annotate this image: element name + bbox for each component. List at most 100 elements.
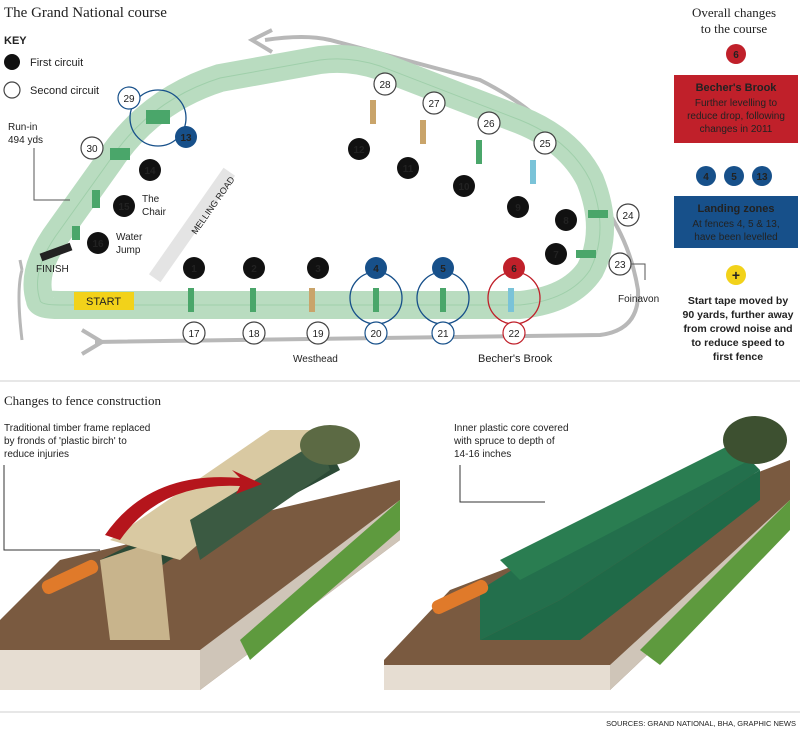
finish-line bbox=[39, 242, 73, 262]
chair-label-2: Chair bbox=[142, 207, 167, 218]
page-title: The Grand National course bbox=[4, 5, 167, 21]
run-in-pointer bbox=[33, 148, 70, 201]
fence-29: 29 bbox=[123, 94, 135, 105]
infield-inner-rail bbox=[78, 90, 311, 276]
fence-markers bbox=[72, 100, 608, 312]
landing-badge-5-text: 5 bbox=[731, 172, 737, 183]
fence-block bbox=[530, 160, 536, 184]
fence-block bbox=[110, 148, 130, 160]
construction-heading: Changes to fence construction bbox=[4, 393, 162, 408]
landing-badge-4-text: 4 bbox=[703, 172, 709, 183]
fence-15: 15 bbox=[118, 202, 130, 213]
tape-line-1: Start tape moved by bbox=[688, 295, 789, 307]
fence-2: 2 bbox=[251, 264, 257, 275]
key-first-circle bbox=[4, 54, 20, 70]
left-desc-1: Traditional timber frame replaced bbox=[4, 423, 150, 434]
fence-28: 28 bbox=[379, 80, 391, 91]
tape-line-2: 90 yards, further away bbox=[683, 309, 794, 321]
fence-4: 4 bbox=[373, 264, 379, 275]
fence-12: 12 bbox=[353, 145, 365, 156]
fence-27: 27 bbox=[428, 99, 440, 110]
fence-block bbox=[508, 288, 514, 312]
plus-icon bbox=[726, 265, 746, 285]
fence-block bbox=[373, 288, 379, 312]
left-desc-3: reduce injuries bbox=[4, 449, 69, 460]
fence-10: 10 bbox=[458, 182, 470, 193]
foinavon-label: Foinavon bbox=[618, 294, 659, 305]
fence-26: 26 bbox=[483, 119, 495, 130]
fence-30: 30 bbox=[86, 144, 98, 155]
becher-line-2: reduce drop, following bbox=[687, 111, 785, 122]
start-badge bbox=[74, 292, 134, 310]
fence-14: 14 bbox=[144, 166, 156, 177]
fence-5: 5 bbox=[440, 264, 446, 275]
fence-block bbox=[588, 210, 608, 218]
westhead-label: Westhead bbox=[293, 354, 338, 365]
right-desc-1: Inner plastic core covered bbox=[454, 423, 569, 434]
melling-road bbox=[148, 167, 236, 283]
tape-line-3: from crowd noise and bbox=[683, 323, 792, 335]
fence-block bbox=[92, 190, 100, 208]
fence-illustration-modern bbox=[384, 416, 790, 690]
right-callout-pointer bbox=[459, 465, 545, 503]
becher-title: Becher's Brook bbox=[696, 82, 778, 94]
landing-badge-4 bbox=[696, 166, 716, 186]
fence-18: 18 bbox=[248, 329, 260, 340]
left-desc-2: by fronds of 'plastic birch' to bbox=[4, 436, 127, 447]
left-callout-pointer bbox=[3, 465, 100, 551]
second-circuit-badges: 17 18 19 20 21 22 23 24 25 26 27 28 29 3… bbox=[80, 72, 640, 345]
foinavon-pointer bbox=[631, 263, 646, 280]
run-in-label: Run-in bbox=[8, 122, 37, 133]
fence-block bbox=[420, 120, 426, 144]
fence-6: 6 bbox=[511, 264, 517, 275]
tape-line-5: first fence bbox=[713, 351, 763, 363]
beechers-label: Becher's Brook bbox=[478, 353, 553, 365]
becher-line-3: changes in 2011 bbox=[700, 124, 773, 135]
fence-22: 22 bbox=[508, 329, 520, 340]
fence-8: 8 bbox=[563, 216, 569, 227]
plus-icon-glyph: + bbox=[732, 267, 740, 283]
becher-panel bbox=[674, 75, 798, 143]
fence-20: 20 bbox=[370, 329, 382, 340]
fence-17: 17 bbox=[188, 329, 200, 340]
key-heading: KEY bbox=[4, 35, 27, 47]
landing-badge-13 bbox=[752, 166, 772, 186]
ring-fence-29-13 bbox=[129, 89, 187, 147]
landing-line-2: have been levelled bbox=[694, 232, 777, 243]
water-label-2: Jump bbox=[116, 245, 141, 256]
outer-rail-left bbox=[17, 259, 24, 341]
fence-7: 7 bbox=[553, 250, 559, 261]
key-second-circle bbox=[3, 81, 21, 99]
landing-panel bbox=[674, 196, 798, 248]
fence-block bbox=[476, 140, 482, 164]
key-second-label: Second circuit bbox=[30, 85, 99, 97]
fence-block bbox=[440, 288, 446, 312]
fence-illustration-traditional bbox=[0, 425, 400, 690]
fence-11: 11 bbox=[403, 164, 414, 175]
landing-badge-13-text: 13 bbox=[756, 172, 768, 183]
landing-line-1: At fences 4, 5 & 13, bbox=[692, 219, 779, 230]
fence-16: 16 bbox=[92, 239, 104, 250]
finish-label: FINISH bbox=[36, 264, 69, 275]
changes-heading-1: Overall changes bbox=[692, 5, 776, 20]
fence-block bbox=[72, 226, 80, 240]
fence-25: 25 bbox=[539, 139, 551, 150]
start-label: START bbox=[86, 296, 121, 308]
outer-rail-arrow-top bbox=[247, 28, 274, 54]
first-circuit-badges: 1 2 3 4 5 6 7 8 9 10 11 12 13 14 15 16 bbox=[87, 126, 577, 279]
fence-9: 9 bbox=[515, 203, 521, 214]
fence-24: 24 bbox=[622, 211, 634, 222]
becher-line-1: Further levelling to bbox=[695, 98, 778, 109]
fence-3: 3 bbox=[315, 264, 321, 275]
key-first-label: First circuit bbox=[30, 57, 83, 69]
fence-block bbox=[146, 110, 170, 124]
outer-rail-arrow-bottom bbox=[80, 328, 106, 356]
fence-1: 1 bbox=[191, 264, 197, 275]
sources-line: SOURCES: GRAND NATIONAL, BHA, GRAPHIC NE… bbox=[606, 719, 796, 728]
landing-title: Landing zones bbox=[698, 203, 775, 215]
run-in-length: 494 yds bbox=[8, 135, 43, 146]
landing-badge-5 bbox=[724, 166, 744, 186]
water-label-1: Water bbox=[116, 232, 143, 243]
fence-block bbox=[188, 288, 194, 312]
